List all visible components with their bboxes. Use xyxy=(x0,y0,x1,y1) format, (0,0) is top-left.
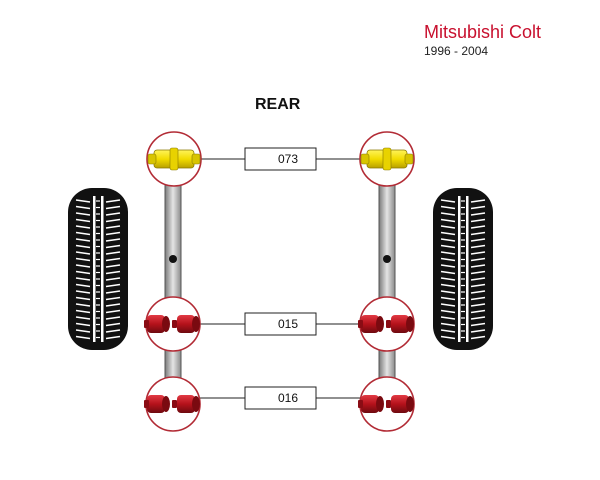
left-tyre xyxy=(68,188,128,350)
bush-circle-015-right[interactable] xyxy=(358,296,415,352)
right-pivot-dot xyxy=(383,255,391,263)
right-tyre xyxy=(433,188,493,350)
part-code-label: 073 xyxy=(278,152,298,166)
bush-circle-073-right[interactable] xyxy=(359,131,415,187)
part-box-015[interactable]: 015 xyxy=(244,312,317,336)
bush-circle-015-left[interactable] xyxy=(144,296,201,352)
left-pivot-dot xyxy=(169,255,177,263)
bush-circle-016-right[interactable] xyxy=(358,376,415,432)
part-code-label: 016 xyxy=(278,391,298,405)
axle-label: REAR xyxy=(255,96,301,113)
yellow-bush-icon xyxy=(360,147,414,171)
part-code-label: 015 xyxy=(278,317,298,331)
part-box-016[interactable]: 016 xyxy=(244,386,317,410)
right-axle-arm xyxy=(378,169,396,411)
yellow-bush-icon xyxy=(147,147,201,171)
model-title: Mitsubishi Colt xyxy=(424,22,542,42)
bush-circle-016-left[interactable] xyxy=(144,376,201,432)
model-years: 1996 - 2004 xyxy=(424,44,489,58)
bush-circle-073-left[interactable] xyxy=(146,131,202,187)
left-axle-arm xyxy=(164,169,182,411)
part-box-073[interactable]: 073 xyxy=(244,147,317,171)
